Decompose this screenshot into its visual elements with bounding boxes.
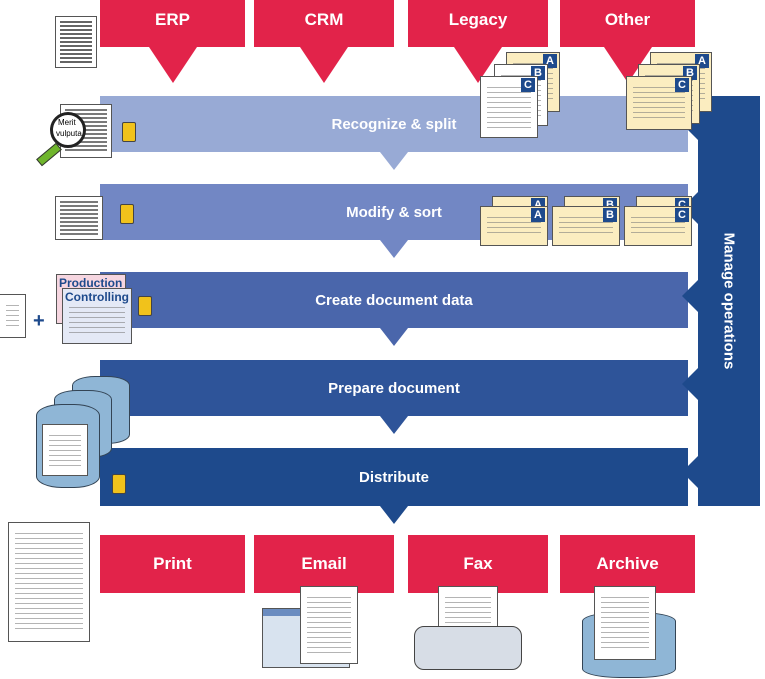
magnifier-handle-icon xyxy=(36,142,62,167)
tag-icon xyxy=(122,122,136,142)
printed-document-icon xyxy=(8,522,90,642)
manage-operations-arrow: Manage operations xyxy=(676,96,760,506)
stage-label: Modify & sort xyxy=(346,203,442,221)
stage-arrow xyxy=(380,328,408,346)
tag-icon xyxy=(138,296,152,316)
output-label: Fax xyxy=(463,554,493,573)
output-label: Email xyxy=(301,554,347,573)
source-label: CRM xyxy=(304,10,344,29)
stage-distribute: Distribute xyxy=(100,448,688,524)
manage-connector xyxy=(682,278,700,314)
doc-letter: C xyxy=(521,78,535,92)
other-document-icon: C xyxy=(626,76,692,130)
source-label: Legacy xyxy=(448,10,508,29)
stage-create-document-data: Create document data xyxy=(100,272,688,346)
source-label: ERP xyxy=(155,10,190,29)
controlling-label: Controlling xyxy=(65,290,129,304)
stage-label: Create document data xyxy=(315,291,473,309)
archive-document-icon xyxy=(594,586,656,660)
stage-arrow xyxy=(380,416,408,434)
stage-label: Prepare document xyxy=(328,379,460,397)
output-archive: Archive xyxy=(560,535,695,593)
tag-icon xyxy=(120,204,134,224)
sorted-document-icon: A xyxy=(480,206,548,246)
output-label: Print xyxy=(153,554,192,573)
doc-letter: C xyxy=(675,208,689,222)
magnifier-text: vulputa xyxy=(56,129,82,138)
source-label: Other xyxy=(604,10,651,29)
source-crm: CRM xyxy=(254,0,394,83)
manage-connector xyxy=(682,366,700,402)
stage-prepare-document: Prepare document xyxy=(100,360,688,434)
output-email: Email xyxy=(254,535,394,593)
output-label: Archive xyxy=(596,554,659,573)
magnifier-icon: Merit vulputa xyxy=(50,112,86,148)
doc-letter: C xyxy=(675,78,689,92)
stage-arrow xyxy=(380,152,408,170)
production-label: Production xyxy=(59,276,123,290)
output-fax: Fax xyxy=(408,535,548,593)
modify-sheet-icon xyxy=(55,196,103,240)
doc-letter: A xyxy=(531,208,545,222)
fax-machine-icon xyxy=(414,626,522,670)
prepared-document-icon xyxy=(42,424,88,476)
source-legacy: Legacy xyxy=(408,0,548,83)
stage-recognize-split: Recognize & split xyxy=(100,96,688,170)
plus-icon: + xyxy=(33,310,45,332)
input-document-icon xyxy=(0,294,26,338)
tag-icon xyxy=(112,474,126,494)
sorted-document-icon: B xyxy=(552,206,620,246)
erp-data-sheet-icon xyxy=(55,16,97,68)
magnifier-text: Merit xyxy=(58,118,76,127)
sorted-document-icon: C xyxy=(624,206,692,246)
source-other: Other xyxy=(560,0,695,83)
manage-operations-label: Manage operations xyxy=(720,232,738,370)
doc-letter: B xyxy=(603,208,617,222)
legacy-document-icon: C xyxy=(480,76,538,138)
source-erp: ERP xyxy=(100,0,245,83)
stage-arrow xyxy=(380,506,408,524)
email-document-icon xyxy=(300,586,358,664)
controlling-sheet-icon: Controlling xyxy=(62,288,132,344)
stage-label: Recognize & split xyxy=(331,115,457,133)
manage-connector xyxy=(682,454,700,490)
stage-label: Distribute xyxy=(358,468,429,486)
output-print: Print xyxy=(100,535,245,593)
stage-arrow xyxy=(380,240,408,258)
